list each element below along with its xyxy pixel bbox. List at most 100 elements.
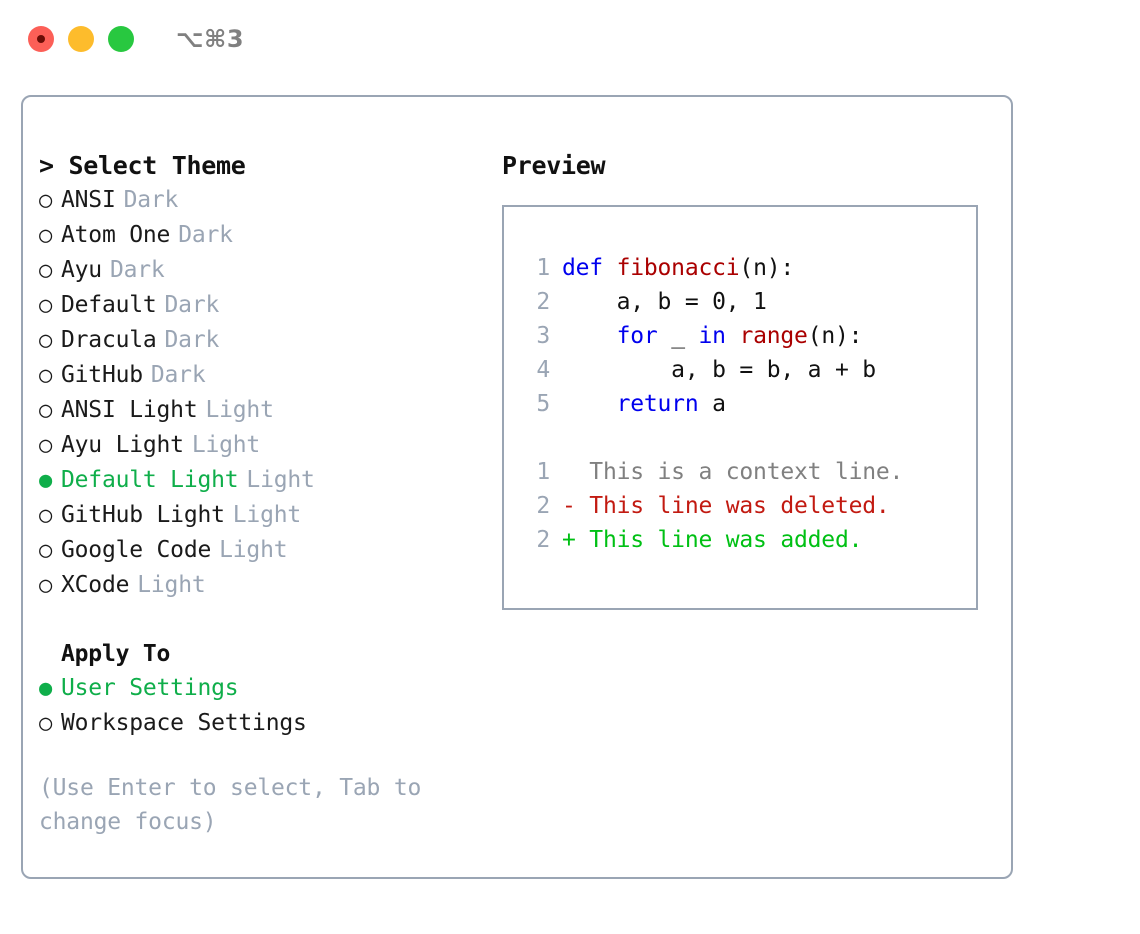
line-number: 3 [536,323,550,349]
theme-option-label: Default Light [61,467,239,493]
apply-to-option-user-settings[interactable]: ● User Settings [39,671,489,706]
code-token-keyword: return [616,391,699,417]
code-token-keyword: def [562,255,617,281]
code-token-plain: a, b = b, a + b [562,357,876,383]
apply-to-option-label: User Settings [61,675,239,701]
code-line-text: for _ in range(n): [562,319,863,353]
minimize-button-icon[interactable] [68,26,94,52]
code-token-plain: a [698,391,726,417]
radio-icon[interactable]: ○ [39,538,53,563]
theme-option-tag: Dark [109,257,165,283]
theme-option-label: Ayu [61,257,102,283]
diff-line-text: This is a context line. [562,459,904,485]
line-number: 1 [536,459,550,485]
code-line: 1 def fibonacci(n): [520,251,970,285]
theme-option-default-light[interactable]: ● Default Light Light [39,463,489,498]
code-token-plain [726,323,740,349]
radio-icon-selected[interactable]: ● [39,468,53,493]
code-token-function: range [739,323,808,349]
window-titlebar: ⌥⌘3 [0,0,1140,78]
code-sample: 1 def fibonacci(n): 2 a, b = 0, 1 3 for … [520,251,970,557]
select-theme-heading: > Select Theme [39,151,246,180]
radio-icon[interactable]: ○ [39,328,53,353]
theme-option-ansi-light[interactable]: ○ ANSI Light Light [39,393,489,428]
preview-box: 1 def fibonacci(n): 2 a, b = 0, 1 3 for … [502,205,978,610]
window-controls [28,26,134,52]
preview-column: Preview 1 def fibonacci(n): 2 a, b = 0, … [502,149,1002,610]
line-number: 2 [536,289,550,315]
window-title: ⌥⌘3 [176,25,245,53]
code-token-plain [562,323,617,349]
diff-line-text: - This line was deleted. [562,493,890,519]
theme-option-google-code-light[interactable]: ○ Google Code Light [39,533,489,568]
theme-option-dracula-dark[interactable]: ○ Dracula Dark [39,323,489,358]
theme-option-xcode-light[interactable]: ○ XCode Light [39,568,489,603]
theme-option-label: Google Code [61,537,212,563]
theme-option-tag: Light [246,467,315,493]
diff-line-deleted: 2 - This line was deleted. [520,489,970,523]
keyboard-hint-text: (Use Enter to select, Tab to change focu… [39,775,435,835]
maximize-button-icon[interactable] [108,26,134,52]
theme-option-tag: Light [232,502,302,528]
panel-columns: > Select Theme ○ ANSI Dark ○ Atom One Da… [23,97,1011,877]
code-token-plain: (n): [807,323,863,349]
theme-option-tag: Light [219,537,288,563]
theme-option-label: Default [61,292,157,318]
diff-line-added: 2 + This line was added. [520,523,970,557]
theme-option-tag: Light [191,432,261,458]
diff-line-text: + This line was added. [562,527,863,553]
code-token-plain: _ [657,323,699,349]
theme-option-label: GitHub [61,362,143,388]
diff-line-context: 1 This is a context line. [520,455,970,489]
code-line-text: return a [562,387,726,421]
theme-option-atom-one-dark[interactable]: ○ Atom One Dark [39,218,489,253]
code-line: 3 for _ in range(n): [520,319,970,353]
radio-icon[interactable]: ○ [39,363,53,388]
radio-icon[interactable]: ○ [39,223,53,248]
main-panel: > Select Theme ○ ANSI Dark ○ Atom One Da… [21,95,1013,879]
radio-icon[interactable]: ○ [39,573,53,598]
code-line-text: a, b = 0, 1 [562,285,767,319]
theme-option-github-light[interactable]: ○ GitHub Light Light [39,498,489,533]
theme-option-tag: Dark [164,327,220,353]
theme-option-tag: Dark [178,222,233,248]
radio-icon[interactable]: ○ [39,433,53,458]
code-line-text: def fibonacci(n): [562,251,794,285]
theme-option-tag: Light [137,572,206,598]
theme-option-tag: Light [205,397,274,423]
apply-to-option-label: Workspace Settings [61,710,307,736]
radio-icon[interactable]: ○ [39,293,53,318]
radio-icon[interactable]: ○ [39,398,53,423]
code-token-plain [562,391,617,417]
code-diff-gap [520,421,970,455]
radio-icon-selected[interactable]: ● [39,676,53,701]
theme-option-default-dark[interactable]: ○ Default Dark [39,288,489,323]
theme-option-github-dark[interactable]: ○ GitHub Dark [39,358,489,393]
code-line: 4 a, b = b, a + b [520,353,970,387]
theme-option-label: ANSI Light [61,397,198,423]
theme-option-ansi-dark[interactable]: ○ ANSI Dark [39,183,489,218]
code-line: 5 return a [520,387,970,421]
radio-icon[interactable]: ○ [39,258,53,283]
theme-option-label: Atom One [61,222,171,248]
apply-to-heading: Apply To [61,641,171,667]
theme-option-ayu-light[interactable]: ○ Ayu Light Light [39,428,489,463]
radio-icon[interactable]: ○ [39,503,53,528]
preview-heading: Preview [502,151,606,180]
theme-option-tag: Dark [150,362,206,388]
theme-option-label: Ayu Light [61,432,184,458]
radio-icon[interactable]: ○ [39,711,53,736]
apply-to-option-workspace-settings[interactable]: ○ Workspace Settings [39,706,489,741]
code-token-plain: a, b = 0, 1 [562,289,767,315]
code-line-text: a, b = b, a + b [562,353,876,387]
list-spacer [39,603,489,637]
theme-option-tag: Dark [164,292,220,318]
code-token-keyword: in [698,323,726,349]
theme-option-ayu-dark[interactable]: ○ Ayu Dark [39,253,489,288]
close-button-icon[interactable] [28,26,54,52]
apply-to-option-list: ● User Settings ○ Workspace Settings [39,671,489,741]
radio-icon[interactable]: ○ [39,188,53,213]
theme-option-label: GitHub Light [61,502,225,528]
code-token-function: fibonacci [616,255,740,281]
theme-option-list: ○ ANSI Dark ○ Atom One Dark ○ Ayu Dark ○… [39,183,489,603]
